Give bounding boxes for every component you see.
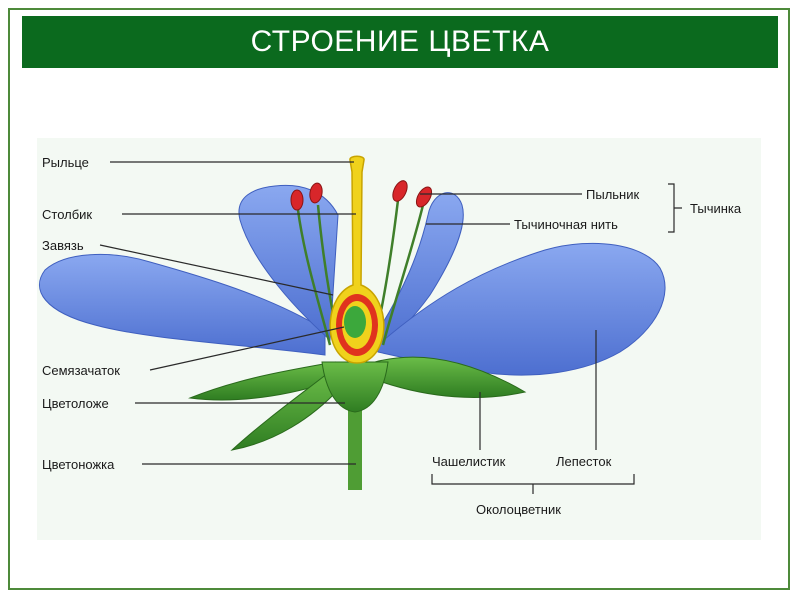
perianth-bracket [432, 474, 634, 494]
label-filament: Тычиночная нить [514, 217, 618, 232]
label-anther: Пыльник [586, 187, 639, 202]
label-style: Столбик [42, 207, 92, 222]
label-sepal: Чашелистик [432, 454, 505, 469]
label-ovary: Завязь [42, 238, 84, 253]
label-petal: Лепесток [556, 454, 611, 469]
label-pedicel: Цветоножка [42, 457, 114, 472]
label-stamen: Тычинка [690, 201, 741, 216]
label-perianth: Околоцветник [476, 502, 561, 517]
receptacle [322, 362, 388, 412]
stamen-bracket [668, 184, 682, 232]
label-stigma: Рыльце [42, 155, 89, 170]
pedicel [348, 400, 362, 490]
label-ovule: Семязачаток [42, 363, 120, 378]
ovule [344, 306, 366, 338]
label-receptacle: Цветоложе [42, 396, 109, 411]
